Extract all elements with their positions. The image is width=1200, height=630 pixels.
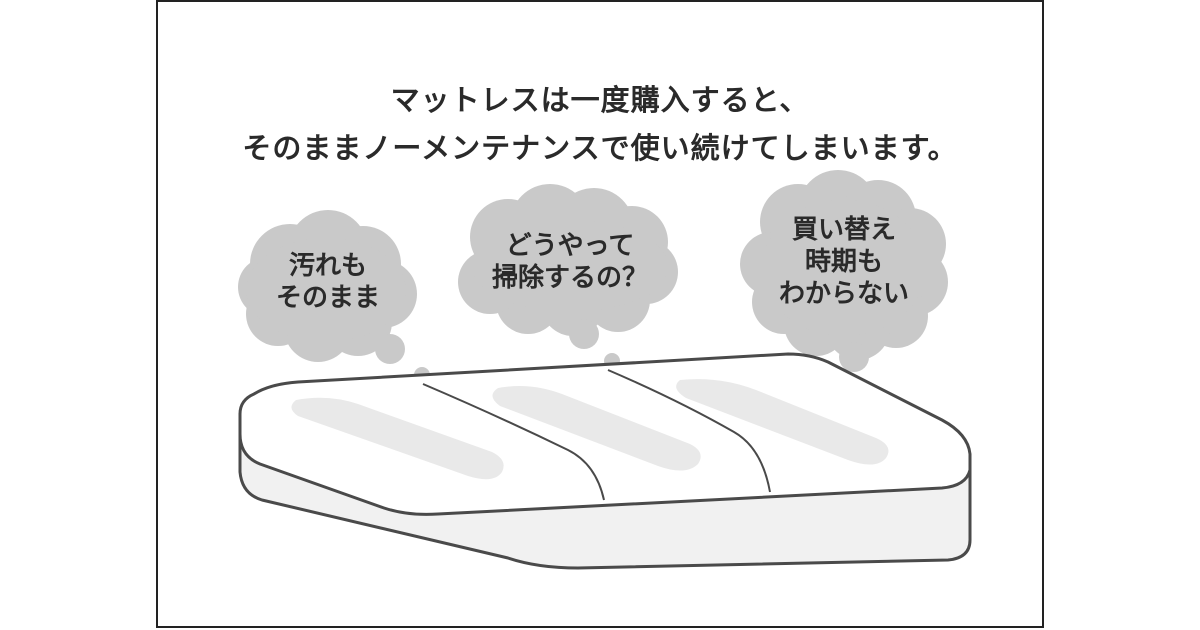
bubble-right-line-3: わからない [778,279,909,309]
headline-line-1: マットレスは一度購入すると、 [390,83,810,117]
bubble-middle-line-2: 掃除するの？ [491,263,648,293]
bubble-left-line-2: そのまま [275,283,380,313]
thought-bubble-right [740,170,948,391]
headline-line-2: そのままノーメンテナンスで使い続けてしまいます。 [242,131,958,165]
thought-bubble-middle [458,184,678,369]
illustration-frame: マットレスは一度購入すると、 そのままノーメンテナンスで使い続けてしまいます。 … [156,0,1044,628]
bubble-text-right: 買い替え 時期も わからない [764,214,924,310]
bubble-text-left: 汚れも そのまま [250,250,406,314]
bubble-left-line-1: 汚れも [288,251,367,281]
bubble-text-middle: どうやって 掃除するの？ [470,230,670,294]
bubble-middle-line-1: どうやって [505,231,635,261]
mattress-pads [291,379,889,480]
bubble-right-line-2: 時期も [804,247,883,277]
bubble-right-line-1: 買い替え [791,215,896,245]
headline: マットレスは一度購入すると、 そのままノーメンテナンスで使い続けてしまいます。 [158,76,1042,172]
thought-bubble-left [238,210,430,383]
mattress-illustration [238,170,972,570]
